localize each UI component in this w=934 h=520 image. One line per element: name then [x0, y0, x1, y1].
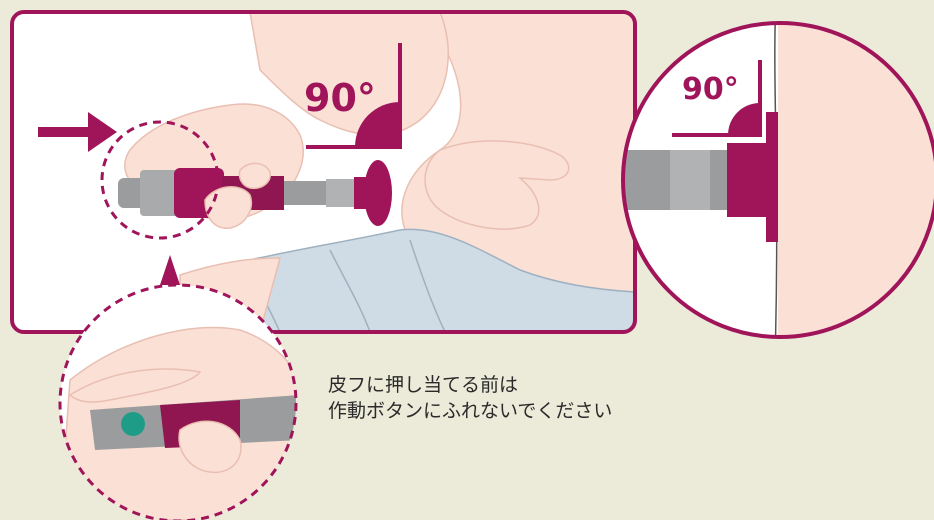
activation-button [121, 412, 145, 436]
button-closeup-circle [58, 283, 298, 520]
caution-caption: 皮フに押し当てる前は 作動ボタンにふれないでください [328, 372, 748, 424]
up-triangle-pointer-icon [160, 255, 180, 285]
main-angle-label: 90° [304, 76, 376, 120]
right-arrow-icon [38, 112, 117, 152]
zoom-angle-label: 90° [682, 72, 739, 107]
caption-line-2: 作動ボタンにふれないでください [328, 400, 613, 422]
resting-hand [424, 140, 570, 230]
right-angle-icon [306, 43, 402, 149]
zoom-detail-circle: 90° [621, 21, 934, 339]
grip-highlight-circle [100, 120, 220, 240]
shorts [179, 228, 635, 332]
main-scene-panel: 90° [10, 10, 637, 334]
caption-line-1: 皮フに押し当てる前は [328, 374, 519, 396]
